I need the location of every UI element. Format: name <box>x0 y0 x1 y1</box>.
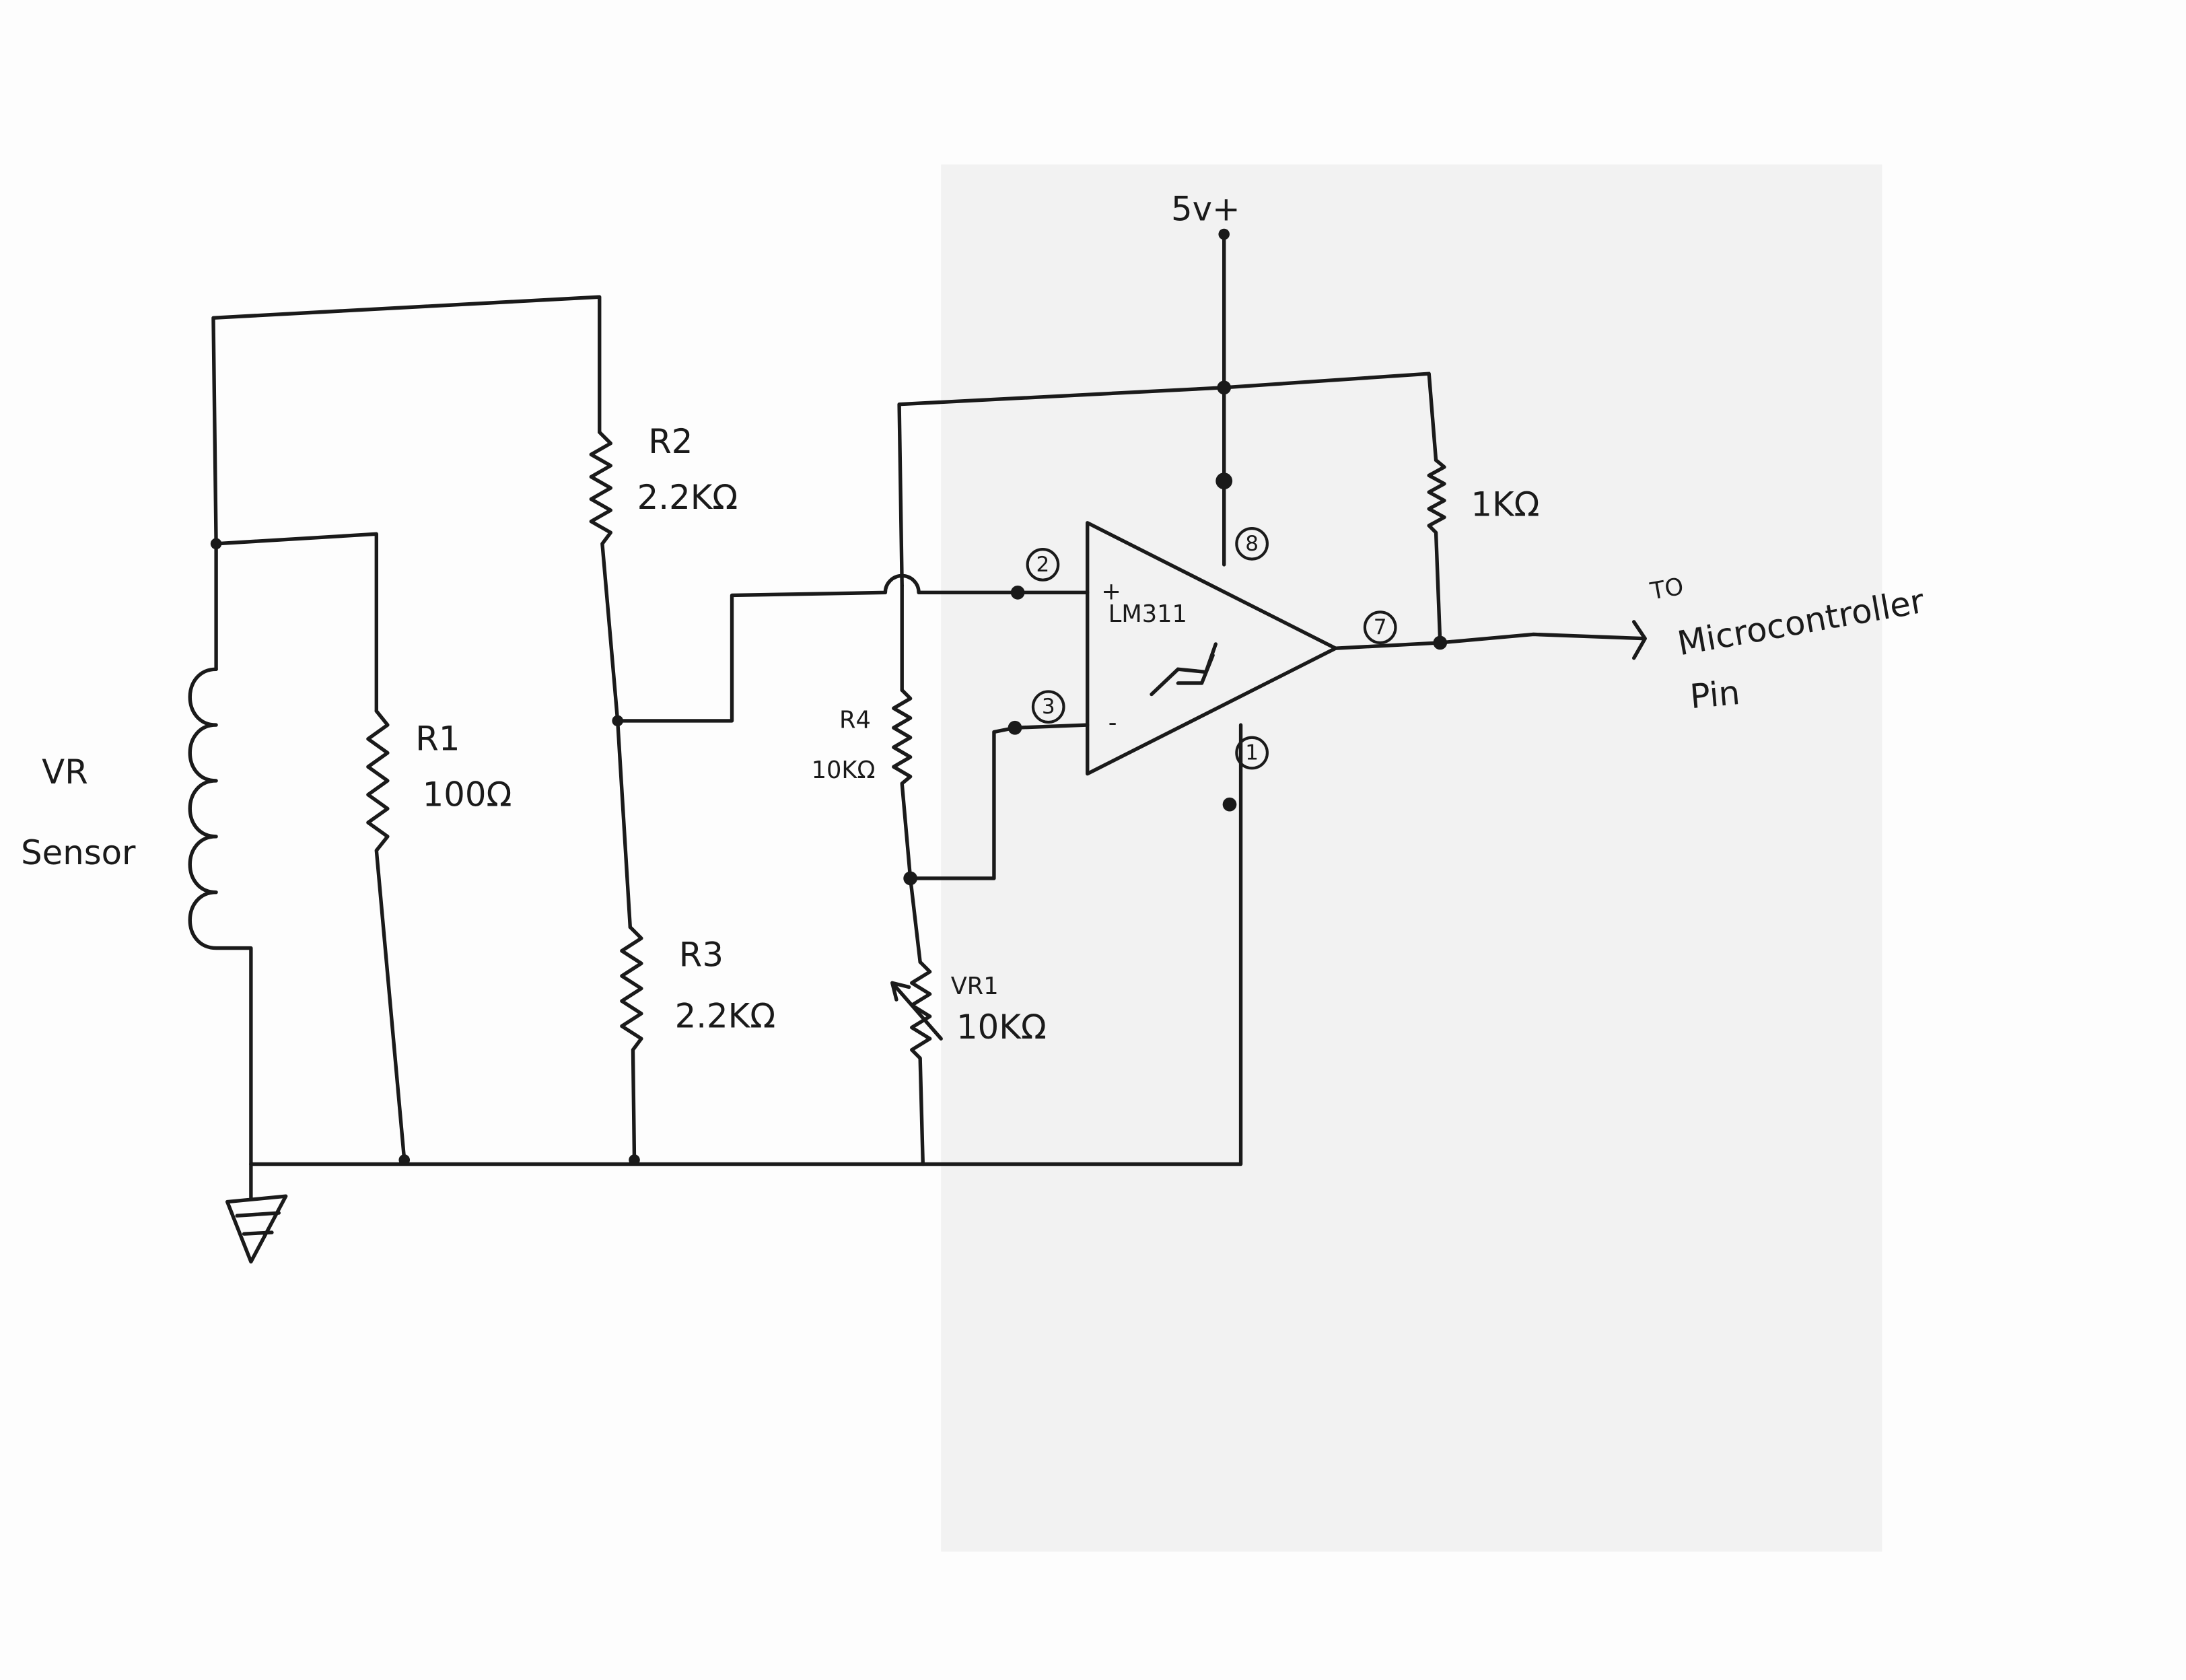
vr1-wiper-arrow <box>890 981 943 1041</box>
minus-sign: - <box>1108 709 1117 736</box>
r2-name: R2 <box>648 422 693 461</box>
pin-7-label: 7 <box>1374 615 1387 639</box>
r1-name: R1 <box>415 719 460 758</box>
pullup-zigzag <box>1427 458 1446 645</box>
reference-branch <box>890 584 1090 1166</box>
sensor-subtitle: Sensor <box>21 833 136 872</box>
pullup-value: 1KΩ <box>1471 485 1539 524</box>
r2-zigzag <box>589 430 632 930</box>
pin-1-label: 1 <box>1245 741 1259 765</box>
pin-8-label: 8 <box>1245 532 1259 556</box>
r4-name: R4 <box>839 706 871 734</box>
vr1-zigzag <box>910 960 932 1166</box>
pin-3-label: 3 <box>1042 695 1055 719</box>
supply-branch <box>897 228 1446 812</box>
supply-label: 5v+ <box>1171 189 1240 228</box>
comparator-part: LM311 <box>1108 600 1187 628</box>
r3-name: R3 <box>679 935 724 974</box>
reverse-page-bleed <box>941 164 1882 1552</box>
r4-value: 10KΩ <box>812 757 876 784</box>
plus-sign: + <box>1101 578 1121 606</box>
r1-value: 100Ω <box>423 775 512 814</box>
hysteresis-symbol <box>1150 642 1218 697</box>
ground-icon <box>225 1162 288 1264</box>
r4-zigzag <box>892 688 922 964</box>
vr1-name: VR1 <box>951 973 999 1000</box>
sensor-name: VR <box>42 753 88 792</box>
r1-zigzag <box>366 709 407 1162</box>
sensor-branch <box>188 295 602 1166</box>
r3-value: 2.2KΩ <box>675 997 776 1036</box>
vr1-value: 10KΩ <box>956 1008 1047 1047</box>
lm311-comparator: LM311 + - 2 3 8 7 1 <box>1026 521 1397 776</box>
r3-zigzag <box>620 925 643 1162</box>
output-line-3: Pin <box>1689 673 1742 716</box>
pin-2-label: 2 <box>1036 553 1050 577</box>
output-line-1: TO <box>1648 573 1686 606</box>
r2-value: 2.2KΩ <box>637 478 738 517</box>
inductor-coil <box>188 667 253 1166</box>
output-wire <box>1333 620 1647 660</box>
